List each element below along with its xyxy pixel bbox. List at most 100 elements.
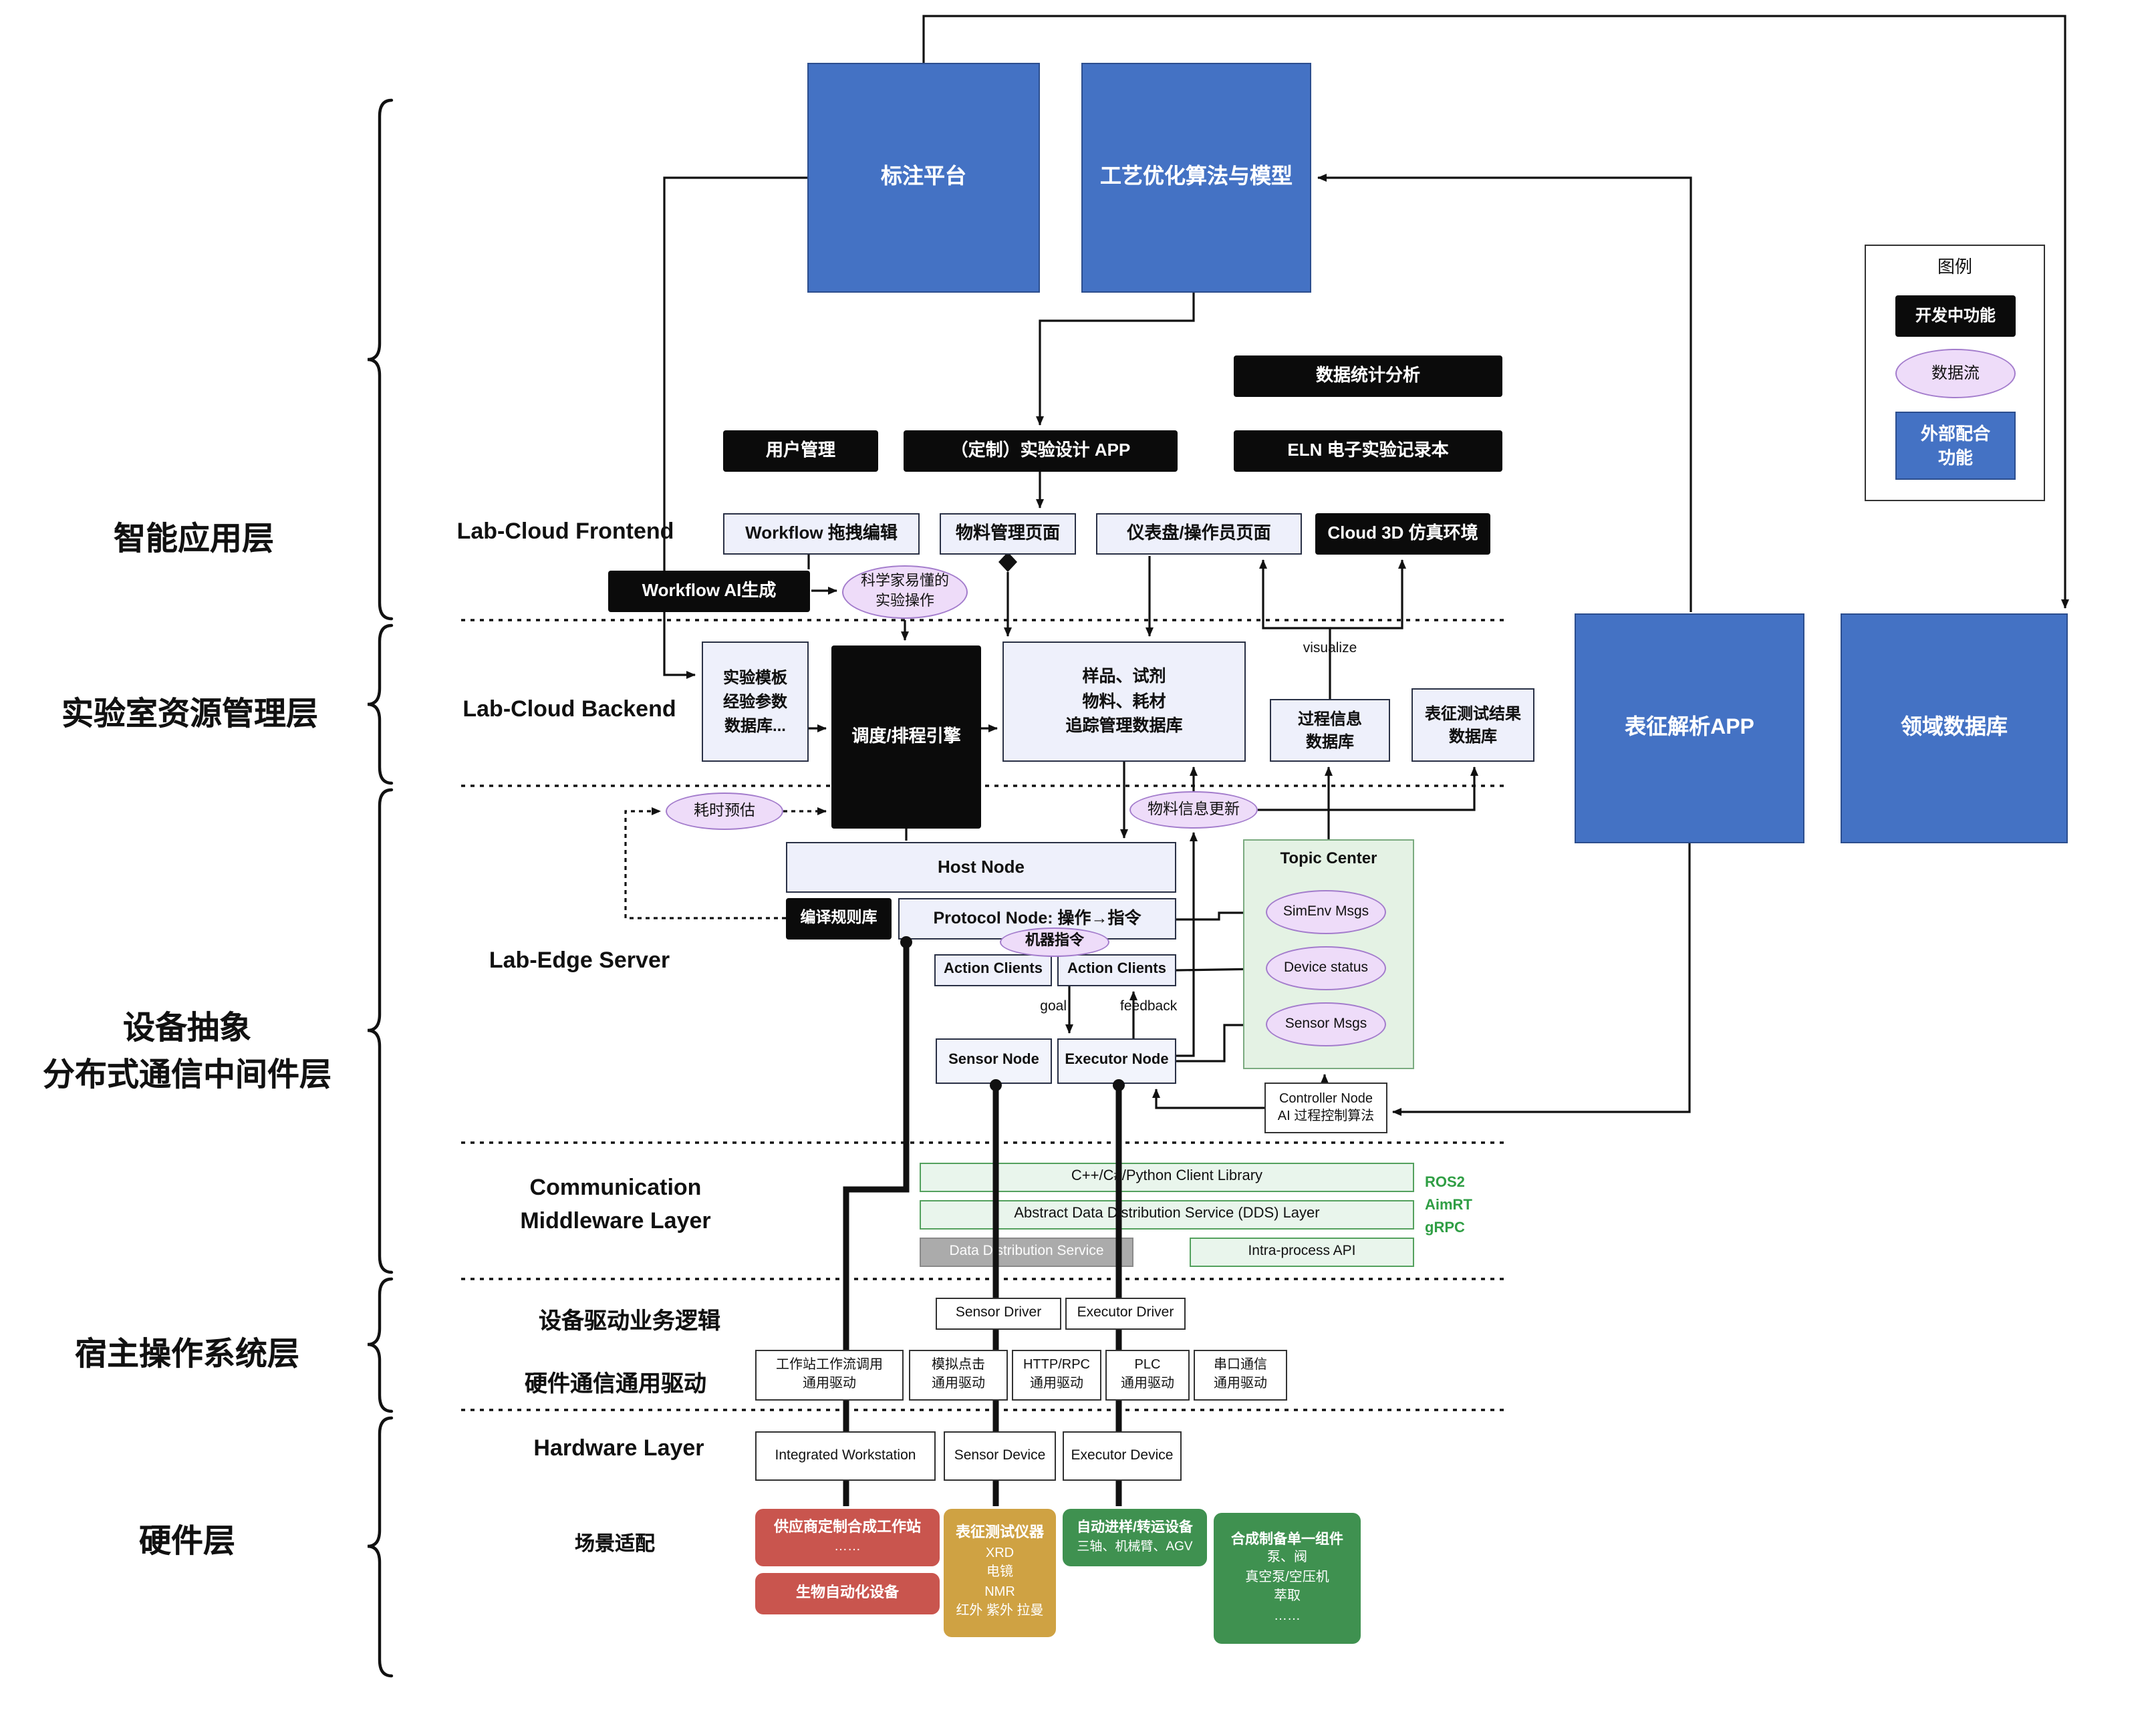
- sensor-driver-box: Sensor Driver: [936, 1298, 1061, 1330]
- section-label-driver-logic: 设备驱动业务逻辑: [539, 1308, 720, 1334]
- synthesis-component-line2: 真空泵/空压机: [1245, 1570, 1329, 1585]
- layer-label-device-2: 分布式通信中间件层: [43, 1057, 331, 1093]
- template-db-line1: 实验模板: [722, 668, 787, 687]
- eln-box: ELN 电子实验记录本: [1234, 430, 1502, 472]
- brace-device-layer: [367, 788, 394, 1274]
- simenv-msgs-ellipse: SimEnv Msgs: [1266, 890, 1386, 934]
- layer-label-app: 智能应用层: [114, 521, 274, 557]
- sample-db-line1: 样品、试剂: [1082, 666, 1166, 686]
- layer-braces: [367, 98, 394, 1678]
- scheduler-box: 调度/排程引擎: [831, 646, 981, 829]
- section-label-hw-driver: 硬件通信通用驱动: [525, 1371, 706, 1397]
- goal-label: goal: [1040, 998, 1067, 1014]
- workstation-driver-box: 工作站工作流调用 通用驱动: [755, 1350, 904, 1401]
- feedback-label: feedback: [1120, 998, 1178, 1014]
- legend-title: 图例: [1937, 257, 1972, 277]
- legend-external-line1: 外部配合: [1920, 423, 1990, 444]
- transfer-device-title: 自动进样/转运设备: [1077, 1520, 1193, 1536]
- annotation-platform-box: 标注平台: [807, 63, 1040, 293]
- layer-label-hardware: 硬件层: [139, 1524, 235, 1560]
- connector-annotation-to-domain-db: [922, 15, 2069, 609]
- synthesis-component-line3: 萃取: [1274, 1589, 1301, 1604]
- layer-label-hostos: 宿主操作系统层: [75, 1336, 299, 1373]
- section-label-comm-2: Middleware Layer: [520, 1208, 711, 1234]
- plc-driver-box: PLC 通用驱动: [1105, 1350, 1190, 1401]
- synthesis-component-line1: 泵、阀: [1267, 1550, 1307, 1566]
- synthesis-component-title: 合成制备单一组件: [1231, 1531, 1343, 1548]
- sample-db-line3: 追踪管理数据库: [1065, 716, 1183, 736]
- click-sim-driver-line2: 通用驱动: [932, 1377, 985, 1391]
- compile-rules-box: 编译规则库: [786, 898, 892, 940]
- client-library-box: C++/C#/Python Client Library: [920, 1163, 1414, 1192]
- executor-device-box: Executor Device: [1063, 1431, 1182, 1481]
- layer-separator-lines: [461, 619, 1508, 1411]
- http-rpc-driver-box: HTTP/RPC 通用驱动: [1012, 1350, 1101, 1401]
- template-db-box: 实验模板 经验参数 数据库...: [702, 641, 809, 762]
- connector-protocol-to-simenv: [1176, 909, 1261, 921]
- layer-label-resource: 实验室资源管理层: [61, 696, 318, 732]
- visualize-label: visualize: [1303, 640, 1357, 656]
- controller-node-box: Controller Node AI 过程控制算法: [1264, 1083, 1387, 1133]
- charact-app-box: 表征解析APP: [1575, 613, 1804, 843]
- device-status-ellipse: Device status: [1266, 946, 1386, 990]
- brace-hardware-layer: [367, 1416, 394, 1678]
- vendor-workstation-title: 供应商定制合成工作站: [774, 1519, 921, 1536]
- connector-charact-app-to-process-opt: [1317, 174, 1692, 612]
- plc-driver-line2: 通用驱动: [1121, 1377, 1174, 1391]
- charact-instrument-line4: 红外 紫外 拉曼: [956, 1604, 1044, 1619]
- workstation-driver-line1: 工作站工作流调用: [776, 1358, 883, 1373]
- result-db-line1: 表征测试结果: [1424, 704, 1521, 723]
- topic-center-title: Topic Center: [1280, 849, 1377, 867]
- section-label-scene: 场景适配: [574, 1533, 655, 1556]
- aggregation-diamond: [998, 552, 1017, 572]
- machine-cmd-ellipse: 机器指令: [1000, 927, 1109, 957]
- material-update-ellipse: 物料信息更新: [1129, 791, 1258, 829]
- result-db-line2: 数据库: [1448, 726, 1497, 745]
- brace-hostos-layer: [367, 1277, 394, 1413]
- integrated-workstation-box: Integrated Workstation: [755, 1431, 936, 1481]
- transfer-device-sub: 三轴、机械臂、AGV: [1077, 1539, 1193, 1554]
- data-stats-box: 数据统计分析: [1234, 355, 1502, 397]
- result-db-box: 表征测试结果 数据库: [1411, 688, 1534, 762]
- section-label-backend: Lab-Cloud Backend: [462, 696, 676, 722]
- brace-resource-layer: [367, 623, 394, 785]
- connector-annotation-to-template-db: [663, 176, 807, 679]
- bio-automation-box: 生物自动化设备: [755, 1573, 940, 1614]
- process-db-line2: 数据库: [1305, 732, 1354, 750]
- serial-driver-line1: 串口通信: [1214, 1358, 1267, 1373]
- serial-driver-box: 串口通信 通用驱动: [1194, 1350, 1287, 1401]
- transfer-device-box: 自动进样/转运设备 三轴、机械臂、AGV: [1063, 1509, 1207, 1566]
- connector-process-opt-to-custom-app: [1036, 293, 1195, 426]
- workflow-ai-box: Workflow AI生成: [608, 571, 810, 612]
- process-db-box: 过程信息 数据库: [1270, 699, 1390, 762]
- workflow-editor-box: Workflow 拖拽编辑: [723, 513, 920, 555]
- sample-db-line2: 物料、耗材: [1082, 692, 1166, 711]
- dds-layer-box: Abstract Data Distribution Service (DDS)…: [920, 1200, 1414, 1230]
- click-sim-driver-line1: 模拟点击: [932, 1358, 985, 1373]
- user-management-box: 用户管理: [723, 430, 878, 472]
- scientist-ops-line1: 科学家易懂的: [861, 573, 949, 590]
- charact-instrument-line1: XRD: [985, 1546, 1015, 1561]
- legend-dataflow-ellipse: 数据流: [1895, 349, 2016, 398]
- connectors: [624, 15, 2069, 1116]
- sensor-msgs-ellipse: Sensor Msgs: [1266, 1002, 1386, 1046]
- executor-node-box: Executor Node: [1057, 1038, 1176, 1084]
- plc-driver-line1: PLC: [1134, 1358, 1161, 1373]
- grpc-label: gRPC: [1425, 1220, 1465, 1236]
- controller-node-line1: Controller Node: [1278, 1091, 1373, 1106]
- layer-label-device-1: 设备抽象: [123, 1010, 251, 1046]
- domain-db-box: 领域数据库: [1841, 613, 2068, 843]
- intra-process-api-box: Intra-process API: [1190, 1238, 1414, 1267]
- cloud3d-box: Cloud 3D 仿真环境: [1315, 513, 1490, 555]
- connector-process-db-visualize-cloud3d: [1330, 559, 1406, 629]
- click-sim-driver-box: 模拟点击 通用驱动: [909, 1350, 1008, 1401]
- action-clients-1-box: Action Clients: [934, 954, 1052, 986]
- section-label-frontend: Lab-Cloud Frontend: [456, 519, 674, 544]
- sensor-device-box: Sensor Device: [944, 1431, 1056, 1481]
- template-db-line3: 数据库...: [724, 716, 786, 735]
- section-label-edge: Lab-Edge Server: [489, 948, 670, 973]
- charact-instrument-box: 表征测试仪器 XRD 电镜 NMR 红外 紫外 拉曼: [944, 1509, 1056, 1637]
- serial-driver-line2: 通用驱动: [1214, 1377, 1267, 1391]
